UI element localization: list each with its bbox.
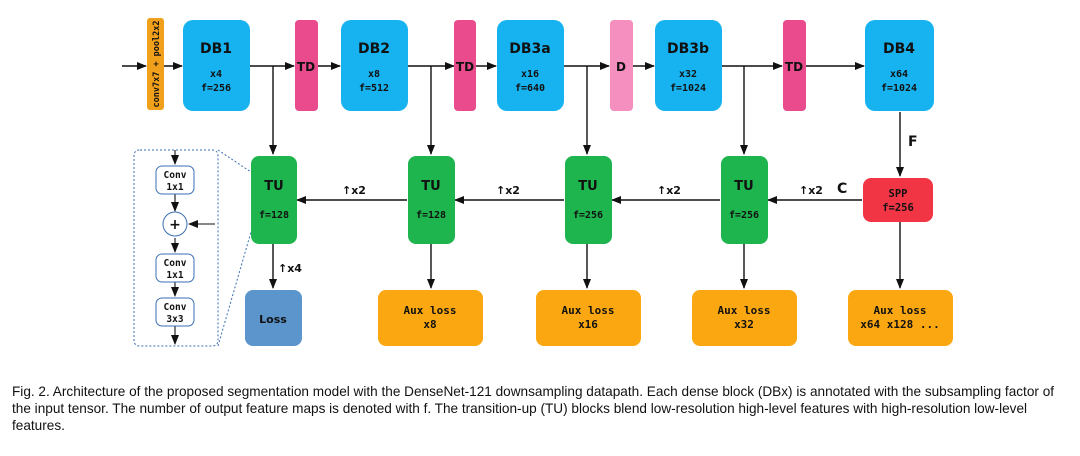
aux-loss-scale: x64 x128 ... (860, 318, 939, 331)
tu-block-3: TU f=256 (565, 156, 612, 244)
inset-add-node: + (162, 211, 188, 237)
stem-rect (147, 18, 164, 110)
stem-label: conv7x7 + pool2x2 (152, 21, 162, 108)
transition-label: D (616, 60, 626, 74)
tu-block-4: TU f=256 (721, 156, 768, 244)
loss-label: Loss (259, 313, 287, 326)
block-features: f=512 (359, 83, 389, 94)
transition-label: TD (456, 60, 474, 74)
transition-label: TD (297, 60, 315, 74)
inset-conv-1x1-b: Conv 1x1 (155, 253, 195, 283)
aux-loss-label: Aux loss (404, 304, 457, 317)
tu-features: f=256 (573, 210, 603, 221)
aux-loss-x32: Aux loss x32 (692, 290, 797, 346)
block-features: f=256 (201, 83, 231, 94)
spp-block: SPP f=256 (863, 178, 933, 222)
tu-features: f=128 (259, 210, 289, 221)
block-factor: x8 (368, 69, 380, 80)
dense-block-db3b: DB3b x32 f=1024 (655, 20, 722, 111)
aux-loss-label: Aux loss (874, 304, 927, 317)
block-name: DB4 (883, 41, 915, 57)
inset-conv-1x1-a: Conv 1x1 (155, 165, 195, 195)
spp-features: f=256 (882, 202, 914, 214)
tu-block-1: TU f=128 (251, 156, 297, 244)
inset-conv-size: 3x3 (166, 314, 183, 325)
inset-conv-3x3: Conv 3x3 (155, 297, 195, 327)
upsample-label: ↑x2 (496, 184, 520, 197)
tu-name: TU (264, 179, 283, 194)
connectors (122, 62, 904, 289)
transition-label: TD (785, 60, 803, 74)
transition-td-1: TD (295, 20, 318, 111)
block-name: DB1 (200, 41, 232, 57)
tu-block-2: TU f=128 (408, 156, 455, 244)
aux-loss-label: Aux loss (718, 304, 771, 317)
block-name: DB3a (509, 41, 550, 57)
edge-label-c: C (837, 181, 847, 197)
upsample-label: ↑x2 (342, 184, 366, 197)
block-features: f=1024 (881, 83, 917, 94)
upsample-label: ↑x2 (657, 184, 681, 197)
block-features: f=1024 (670, 83, 706, 94)
aux-loss-x8: Aux loss x8 (378, 290, 483, 346)
dense-block-db1: DB1 x4 f=256 (183, 20, 250, 111)
dense-block-db3a: DB3a x16 f=640 (497, 20, 564, 111)
tu-features: f=128 (416, 210, 446, 221)
block-name: DB3b (667, 41, 709, 57)
block-factor: x32 (679, 69, 697, 80)
plus-icon: + (169, 217, 181, 233)
block-factor: x16 (521, 69, 539, 80)
stem-block: conv7x7 + pool2x2 (147, 18, 164, 110)
inset-conv-label: Conv (164, 258, 187, 269)
block-name: DB2 (358, 41, 390, 57)
architecture-diagram: Conv 1x1 + Conv 1x1 Conv 3x3 conv7x7 + p… (122, 18, 953, 347)
transition-td-3: TD (783, 20, 806, 111)
inset-conv-label: Conv (164, 170, 187, 181)
aux-loss-x64: Aux loss x64 x128 ... (848, 290, 953, 346)
aux-loss-label: Aux loss (562, 304, 615, 317)
loss-block: Loss (245, 290, 302, 346)
tu-detail-callout-line (217, 149, 252, 173)
dense-block-db4: DB4 x64 f=1024 (865, 20, 934, 111)
tu-detail-inset: Conv 1x1 + Conv 1x1 Conv 3x3 (133, 149, 252, 347)
dense-block-db2: DB2 x8 f=512 (341, 20, 408, 111)
block-features: f=640 (515, 83, 545, 94)
tu-name: TU (421, 179, 440, 194)
aux-loss-scale: x8 (423, 318, 436, 331)
block-factor: x64 (890, 69, 908, 80)
block-factor: x4 (210, 69, 222, 80)
figure-caption: Fig. 2. Architecture of the proposed seg… (12, 384, 1055, 433)
aux-loss-scale: x32 (734, 318, 754, 331)
tu-features: f=256 (729, 210, 759, 221)
aux-loss-scale: x16 (578, 318, 598, 331)
transition-td-2: TD (454, 20, 476, 111)
inset-conv-size: 1x1 (166, 182, 183, 193)
spp-name: SPP (889, 188, 908, 200)
aux-loss-x16: Aux loss x16 (536, 290, 641, 346)
inset-conv-label: Conv (164, 302, 187, 313)
transition-d: D (610, 20, 633, 111)
edge-label-f: F (908, 134, 918, 150)
tu-name: TU (578, 179, 597, 194)
upsample-label: ↑x2 (799, 184, 823, 197)
tu-name: TU (734, 179, 753, 194)
loss-upsample-label: ↑x4 (278, 262, 302, 275)
inset-conv-size: 1x1 (166, 270, 183, 281)
